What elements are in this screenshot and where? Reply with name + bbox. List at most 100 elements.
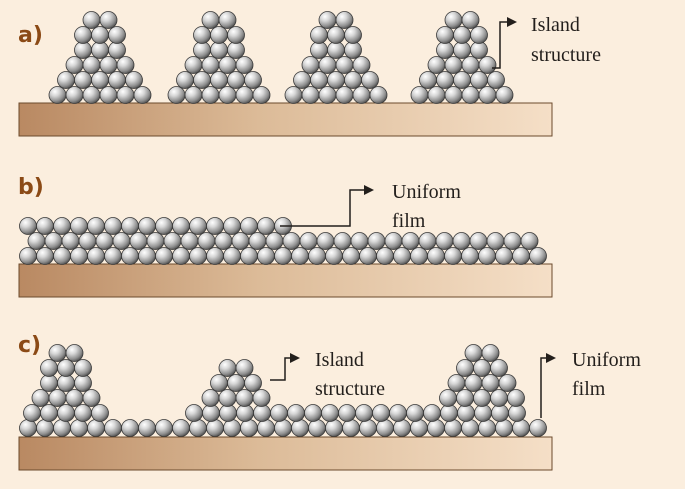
atom (257, 217, 275, 235)
atom (461, 419, 479, 437)
atom (155, 217, 173, 235)
atom (227, 41, 245, 59)
atom (125, 71, 143, 89)
atom (478, 56, 497, 74)
atom (104, 419, 122, 437)
atom (219, 404, 237, 422)
atom (201, 11, 220, 29)
atom (57, 404, 75, 422)
callout-island-a-line1: Island (531, 14, 580, 36)
atom (74, 404, 92, 422)
atom (352, 56, 371, 74)
callout-line-uniform-c (540, 353, 556, 418)
atom (325, 247, 343, 265)
atom (318, 11, 337, 29)
atom (61, 232, 80, 250)
atom (512, 247, 530, 265)
atom (218, 389, 237, 407)
atom (223, 247, 241, 265)
atom (327, 26, 345, 44)
atom (235, 389, 254, 407)
atom (99, 11, 118, 29)
atom (461, 86, 480, 104)
atom (274, 419, 292, 437)
atom (138, 419, 156, 437)
atom (440, 404, 458, 422)
atom (31, 389, 50, 407)
atom (65, 86, 84, 104)
atom (529, 419, 547, 437)
atom (116, 86, 135, 104)
atom (490, 359, 508, 377)
atom (252, 389, 271, 407)
atom (227, 71, 245, 89)
atom (133, 86, 152, 104)
atom (95, 232, 114, 250)
atom (87, 217, 105, 235)
atom (167, 86, 186, 104)
atom (240, 217, 258, 235)
atom (265, 232, 284, 250)
atom (367, 232, 386, 250)
atom (344, 41, 362, 59)
atom (184, 86, 203, 104)
atom (435, 232, 454, 250)
atom (235, 56, 254, 74)
atom (287, 404, 305, 422)
atom (57, 71, 75, 89)
atom (490, 389, 508, 407)
atom (53, 419, 71, 437)
atom (201, 389, 220, 407)
atom (376, 247, 394, 265)
atom (456, 359, 474, 377)
atom (410, 247, 428, 265)
atom (503, 232, 522, 250)
atom (82, 389, 101, 407)
atom (218, 86, 237, 104)
atom (453, 71, 471, 89)
atom (291, 419, 309, 437)
atom (99, 86, 118, 104)
substrate-c (18, 436, 553, 471)
atom (74, 41, 92, 59)
callout-line-island-a (492, 17, 517, 69)
atom (464, 374, 483, 392)
atom (389, 404, 407, 422)
atom (453, 41, 471, 59)
atom (197, 232, 216, 250)
atom (481, 344, 500, 362)
atom (423, 404, 441, 422)
atom (361, 71, 379, 89)
panel-c: c) Island structure Uniform film (18, 333, 641, 471)
atom (252, 86, 271, 104)
atom (327, 71, 345, 89)
atom (474, 404, 492, 422)
callout-uniform-b-line2: film (392, 210, 426, 232)
atom (401, 232, 420, 250)
atom (470, 41, 488, 59)
atom (495, 247, 513, 265)
atom (457, 404, 475, 422)
atom (376, 419, 394, 437)
atom (121, 247, 139, 265)
atom (291, 247, 309, 265)
atom (436, 41, 454, 59)
atom (82, 86, 101, 104)
atom (210, 374, 228, 392)
atom (244, 71, 262, 89)
atom (48, 344, 67, 362)
atom (333, 232, 352, 250)
atom (53, 247, 71, 265)
atom (308, 419, 326, 437)
atom (180, 232, 199, 250)
atoms-a (48, 11, 514, 104)
atom (189, 247, 207, 265)
panel-b: b) Uniform film (18, 175, 553, 298)
atom (87, 419, 105, 437)
atoms-b (19, 217, 547, 265)
atom (453, 26, 471, 44)
atom (478, 86, 497, 104)
atom (427, 419, 445, 437)
atom (210, 71, 228, 89)
atom (23, 404, 41, 422)
